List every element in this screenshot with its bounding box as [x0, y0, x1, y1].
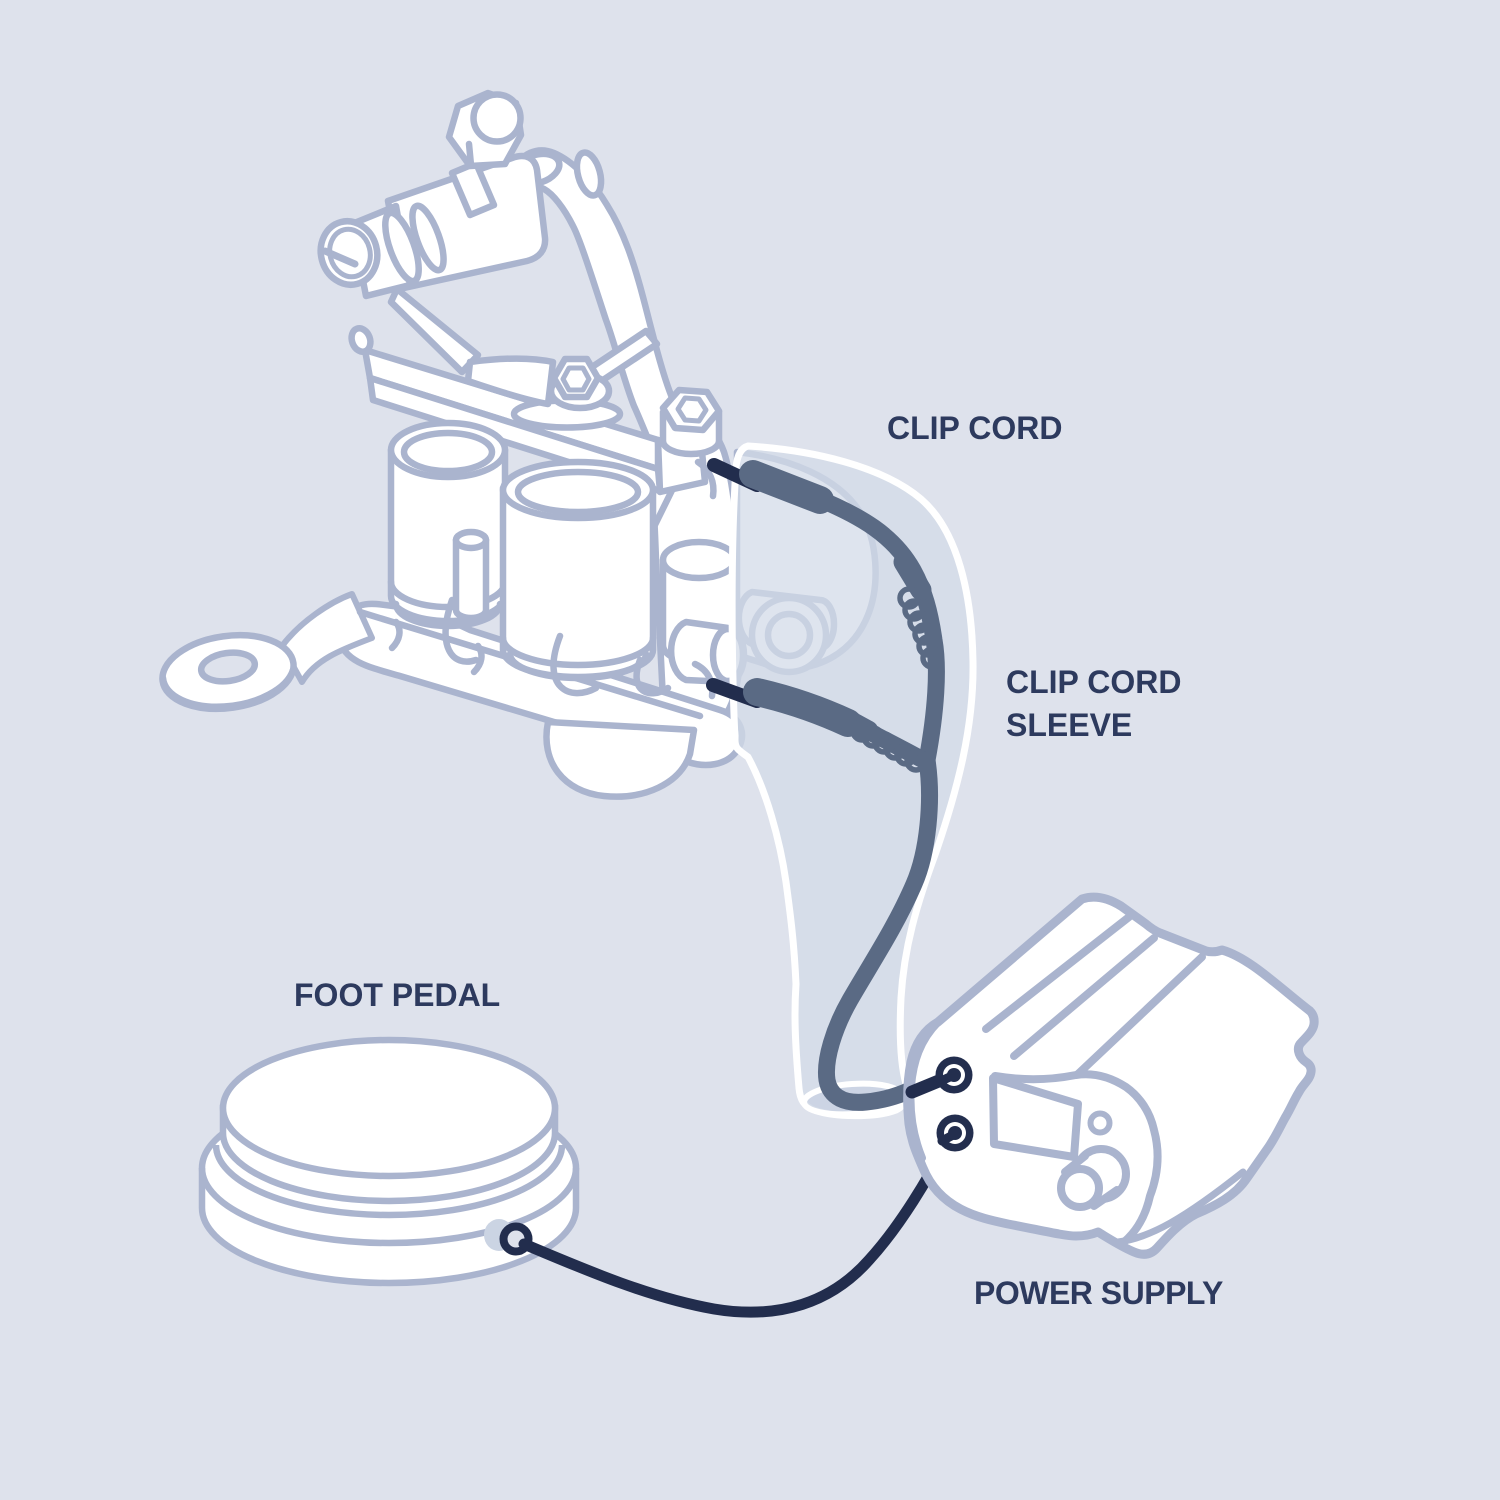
svg-text:CLIP CORD: CLIP CORD	[887, 410, 1062, 446]
svg-text:FOOT PEDAL: FOOT PEDAL	[294, 977, 500, 1013]
svg-text:CLIP CORD: CLIP CORD	[1006, 664, 1181, 700]
svg-text:SLEEVE: SLEEVE	[1006, 707, 1132, 743]
svg-text:POWER SUPPLY: POWER SUPPLY	[974, 1275, 1223, 1311]
